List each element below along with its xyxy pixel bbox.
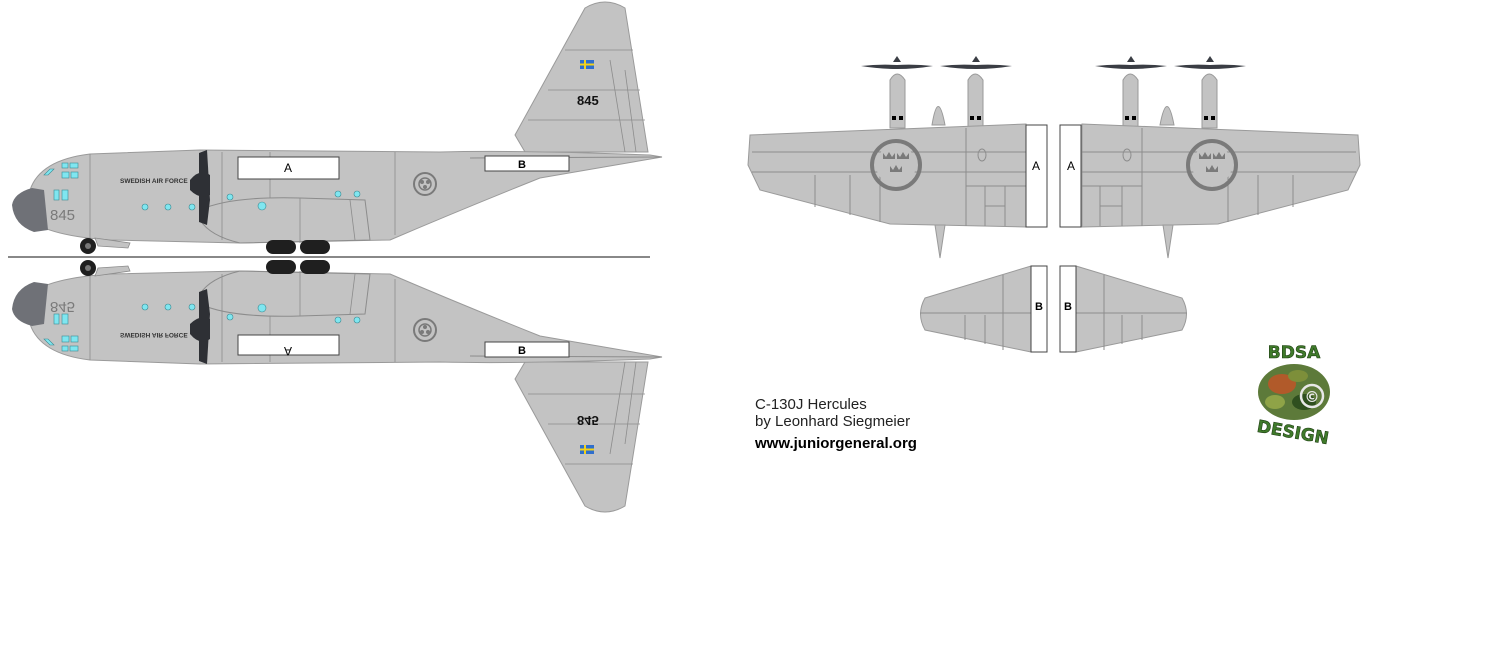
wing-right: A (1059, 56, 1361, 259)
stabilizer-right: B (1059, 265, 1187, 353)
wing-left-tab-label: A (1032, 159, 1040, 173)
side-view-bottom: A B SWEDISH AIR FORCE 845 845 (12, 260, 662, 512)
copyright-icon (1299, 383, 1325, 409)
tab-a-top-box (237, 156, 340, 180)
tab-b-top-box (484, 155, 570, 172)
model-credits: C-130J Hercules by Leonhard Siegmeier ww… (755, 396, 917, 452)
copyright-symbol: © (1305, 388, 1320, 406)
tab-a-bottom-label: A (284, 344, 292, 358)
air-force-text-bottom: SWEDISH AIR FORCE (120, 331, 188, 338)
tab-a-top-label: A (284, 161, 292, 175)
nose-serial-top: 845 (50, 207, 75, 224)
stabilizer-right-tab (1059, 265, 1077, 353)
logo-bottom-text: DESIGN (1255, 417, 1330, 449)
tab-a-bottom-box (237, 334, 340, 356)
side-view-top: A B SWEDISH AIR FORCE 845 845 (12, 2, 662, 254)
wing-left: A (747, 56, 1048, 259)
stabilizer-right-tab-label: B (1064, 301, 1072, 313)
model-title: C-130J Hercules (755, 396, 867, 413)
model-author: by Leonhard Siegmeier (755, 413, 911, 430)
tab-b-bottom-box (484, 341, 570, 358)
tab-b-top-label: B (518, 159, 526, 171)
wing-right-tab (1059, 124, 1082, 228)
tab-b-bottom-label: B (518, 345, 526, 357)
stabilizer-left-tab-label: B (1035, 301, 1043, 313)
logo-top-text: BDSA (1268, 343, 1321, 363)
tail-serial-bottom: 845 (577, 413, 599, 428)
stabilizer-left-tab (1030, 265, 1048, 353)
wing-right-tab-label: A (1067, 159, 1075, 173)
tail-serial-top: 845 (577, 93, 599, 108)
nose-serial-bottom: 845 (50, 298, 75, 315)
bdsa-logo: © BDSA DESIGN (1255, 343, 1330, 450)
wing-left-tab (1025, 124, 1048, 228)
stabilizer-left: B (920, 265, 1048, 353)
air-force-text-top: SWEDISH AIR FORCE (120, 178, 188, 185)
website-link[interactable]: www.juniorgeneral.org (755, 435, 917, 452)
